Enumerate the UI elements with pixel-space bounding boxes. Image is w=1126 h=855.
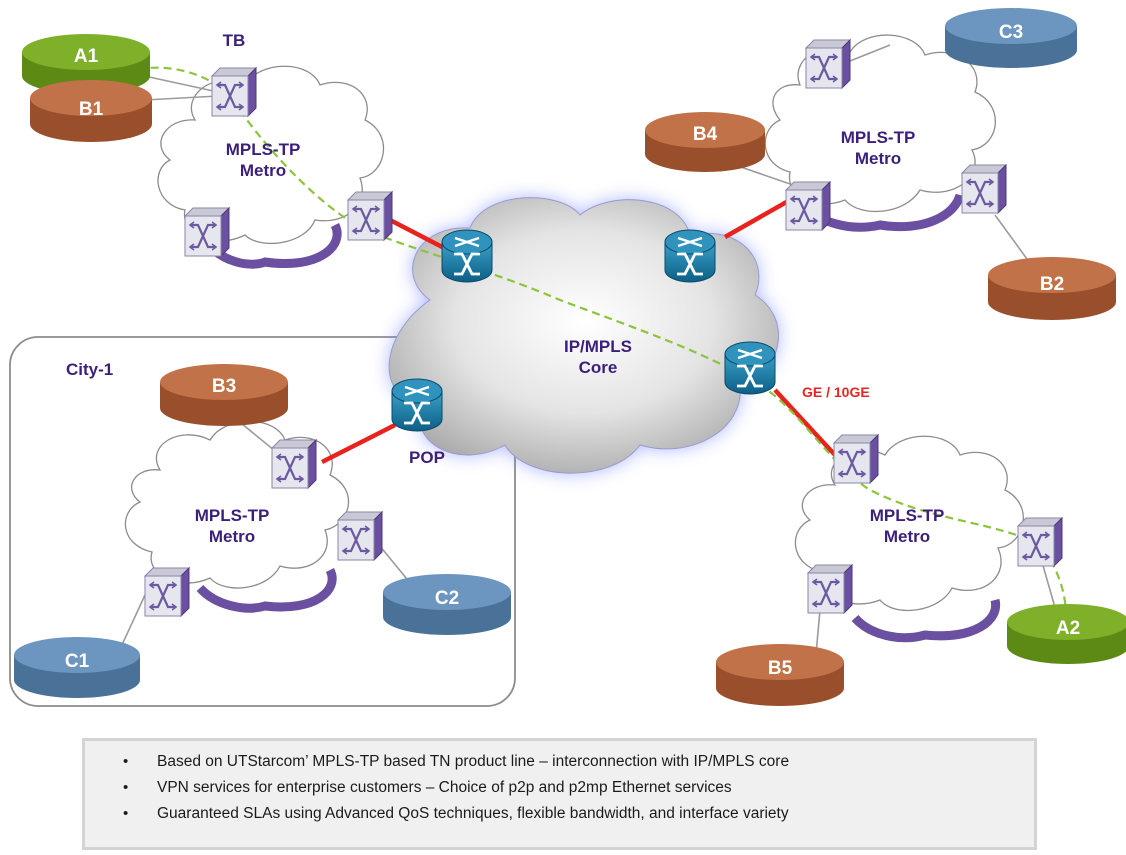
site-b5[interactable]: B5 [716, 644, 844, 706]
site-label: B2 [1040, 274, 1064, 295]
core-label: IP/MPLS Core [564, 337, 632, 377]
pop-router[interactable] [390, 377, 444, 433]
site-label: B4 [693, 124, 718, 145]
site-b4[interactable]: B4 [645, 112, 765, 172]
site-a2[interactable]: A2 [1007, 604, 1126, 664]
site-label: C2 [435, 588, 459, 609]
tp-switch-tb[interactable] [210, 66, 258, 118]
tp-switch-tr-gateway[interactable] [784, 180, 832, 232]
site-label: C3 [999, 22, 1023, 43]
tb-label: TB [223, 31, 246, 50]
note-item: Guaranteed SLAs using Advanced QoS techn… [123, 801, 1034, 827]
tp-switch-br-gateway[interactable] [832, 433, 880, 485]
core-router-top-right[interactable] [663, 228, 717, 284]
core-router-left[interactable] [440, 228, 494, 284]
tp-switch-tr-right[interactable] [960, 163, 1008, 215]
site-label: A1 [74, 46, 99, 67]
tp-switch-tr-upper[interactable] [804, 38, 852, 90]
tp-switch-tl-lower[interactable] [183, 206, 231, 258]
site-c1[interactable]: C1 [14, 637, 140, 698]
tp-switch-bl-lower[interactable] [143, 566, 191, 618]
site-label: B1 [79, 99, 104, 120]
tp-switch-bl-right[interactable] [336, 510, 384, 562]
notes-panel: Based on UTStarcom’ MPLS-TP based TN pro… [82, 738, 1037, 850]
site-label: C1 [65, 651, 90, 672]
pop-label: POP [409, 448, 445, 467]
note-item: VPN services for enterprise customers – … [123, 775, 1034, 801]
service-path-a1-a2 [124, 66, 1067, 626]
site-b1[interactable]: B1 [30, 80, 152, 142]
tp-switch-bl-gateway[interactable] [270, 438, 318, 490]
site-c2[interactable]: C2 [383, 574, 511, 635]
trunk-links [320, 198, 837, 465]
svg-text:IP/MPLS: IP/MPLS [564, 337, 632, 356]
tp-switch-tl-gateway[interactable] [346, 190, 394, 242]
site-label: B3 [212, 376, 236, 397]
svg-text:Metro: Metro [884, 527, 930, 546]
metro-label-bottom-left: MPLS-TP Metro [195, 506, 270, 546]
site-label: B5 [768, 658, 793, 679]
svg-text:Metro: Metro [209, 527, 255, 546]
metro-label-top-left: MPLS-TP Metro [226, 140, 301, 180]
notes-list: Based on UTStarcom’ MPLS-TP based TN pro… [85, 749, 1034, 827]
metro-label-bottom-right: MPLS-TP Metro [870, 506, 945, 546]
svg-text:MPLS-TP: MPLS-TP [841, 128, 916, 147]
city-boundary [9, 336, 516, 707]
svg-text:MPLS-TP: MPLS-TP [870, 506, 945, 525]
site-b2[interactable]: B2 [988, 257, 1116, 320]
tp-switch-br-lower[interactable] [806, 563, 854, 615]
tp-switch-br-right[interactable] [1016, 516, 1064, 568]
svg-text:MPLS-TP: MPLS-TP [195, 506, 270, 525]
svg-text:Metro: Metro [240, 161, 286, 180]
svg-text:Metro: Metro [855, 149, 901, 168]
site-label: A2 [1056, 618, 1080, 639]
link-speed-label: GE / 10GE [802, 384, 870, 400]
site-c3[interactable]: C3 [945, 8, 1077, 68]
site-b3[interactable]: B3 [160, 364, 288, 426]
svg-text:MPLS-TP: MPLS-TP [226, 140, 301, 159]
metro-label-top-right: MPLS-TP Metro [841, 128, 916, 168]
svg-text:Core: Core [579, 358, 618, 377]
core-router-right[interactable] [723, 340, 777, 396]
city-label: City-1 [66, 360, 113, 379]
note-item: Based on UTStarcom’ MPLS-TP based TN pro… [123, 749, 1034, 775]
